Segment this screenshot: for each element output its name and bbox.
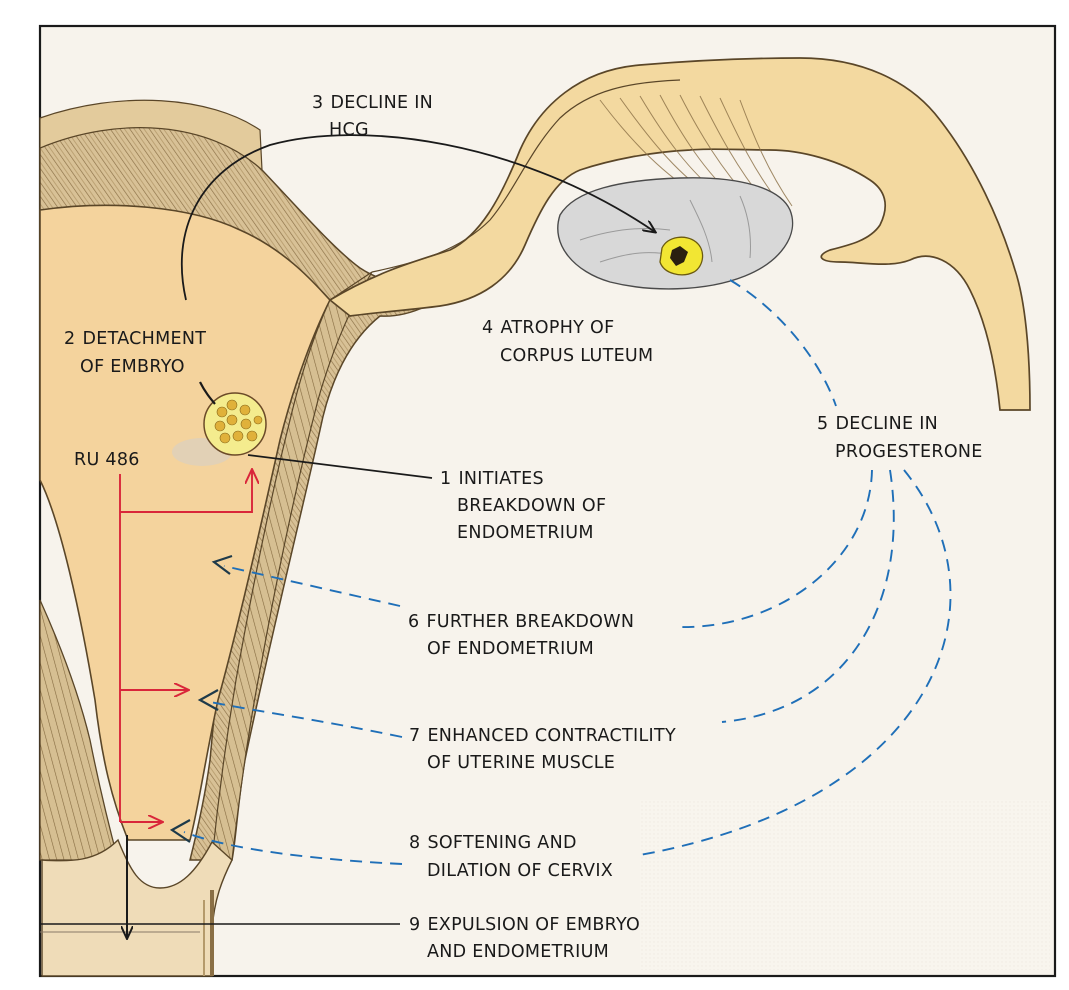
corpus-luteum [660, 237, 703, 275]
step3-label-line2: HCG [329, 120, 369, 140]
step9-label-line2: AND ENDOMETRIUM [427, 942, 609, 962]
step1-label-line3: ENDOMETRIUM [457, 523, 594, 543]
step4-label-line2: CORPUS LUTEUM [500, 346, 653, 366]
step7-label-line2: OF UTERINE MUSCLE [427, 753, 615, 773]
step6-label-line2: OF ENDOMETRIUM [427, 639, 594, 659]
step8-label-line2: DILATION OF CERVIX [427, 861, 613, 881]
step2-label-line2: OF EMBRYO [80, 357, 185, 377]
step5-label-line2: PROGESTERONE [835, 442, 983, 462]
ru486-label: RU 486 [74, 450, 140, 470]
show-through-text [640, 800, 1050, 970]
step1-label-line2: BREAKDOWN OF [457, 496, 606, 516]
